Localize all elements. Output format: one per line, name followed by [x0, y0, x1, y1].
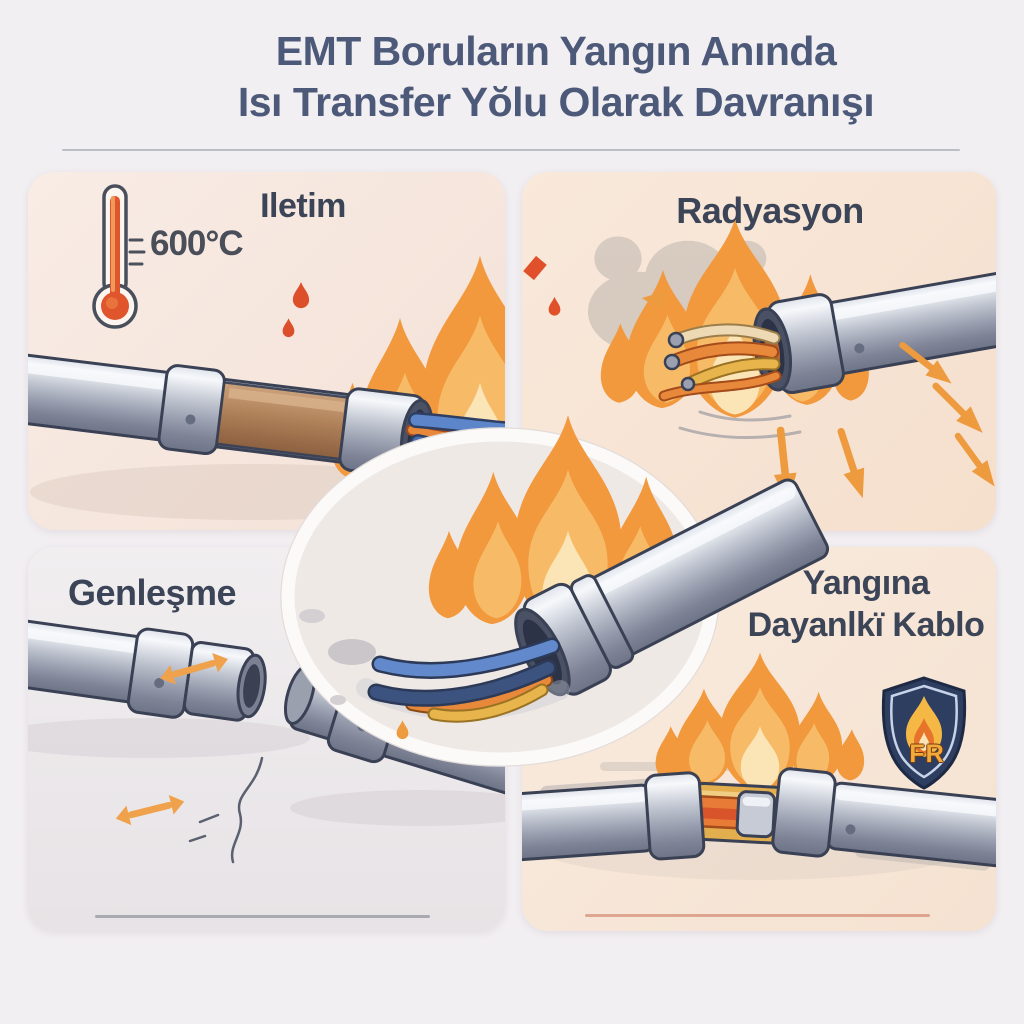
temperature-value: 600°C — [150, 224, 244, 263]
label-radiation: Radyasyon — [676, 190, 864, 231]
thermometer-icon — [92, 184, 146, 329]
label-fire-resistant-line2: Dayanlkï Kablo — [747, 606, 985, 644]
label-fire-resistant-line1: Yangına — [802, 564, 930, 602]
label-expansion: Genleşme — [67, 572, 237, 613]
fr-badge-text: FR — [909, 740, 945, 768]
page-title: EMT Boruların Yangın Anında Isı Transfer… — [0, 26, 1024, 128]
label-conduction: Iletim — [260, 187, 346, 225]
title-line-1: EMT Boruların Yangın Anında — [275, 28, 837, 74]
title-divider — [62, 149, 960, 151]
title-line-2: Isı Transfer Yŏlu Olarak Davranışı — [237, 79, 875, 125]
panel-fire-resistant-cable — [522, 547, 996, 931]
